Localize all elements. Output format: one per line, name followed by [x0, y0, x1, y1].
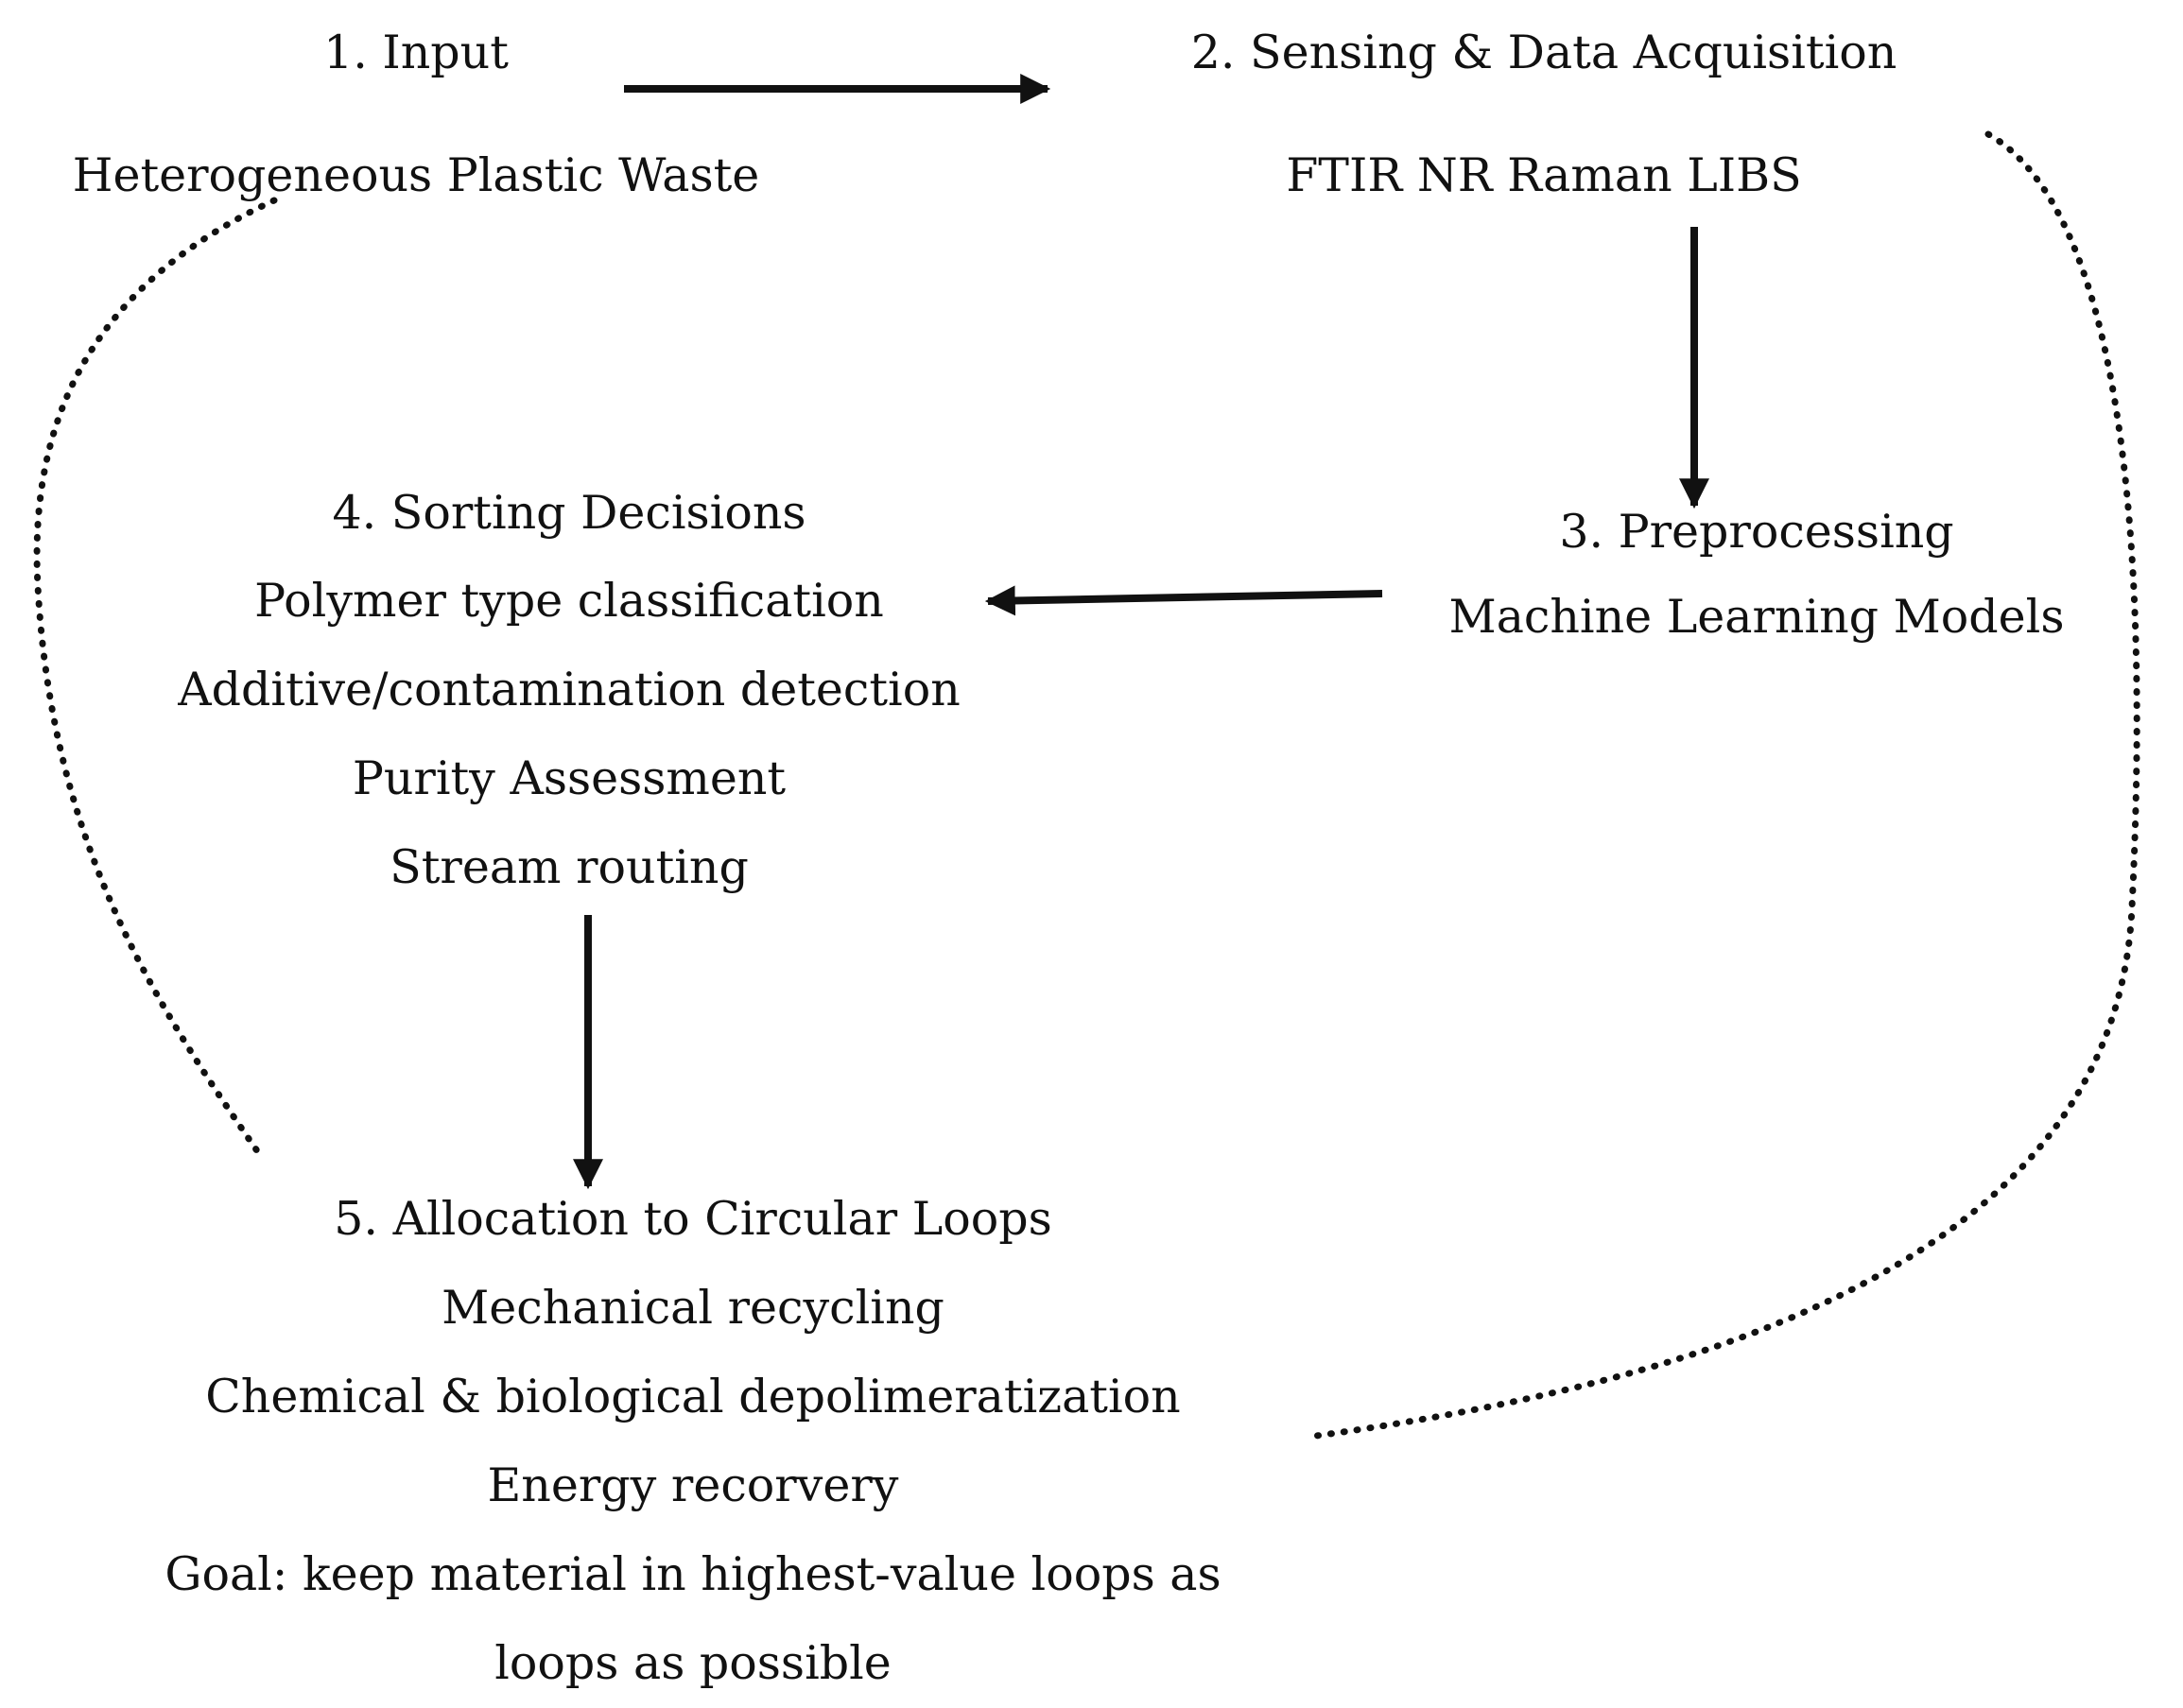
sorting-heading: 4. Sorting Decisions — [332, 486, 806, 540]
sensing-heading: 2. Sensing & Data Acquisition — [1190, 26, 1897, 79]
input-line-1: Heterogeneous Plastic Waste — [72, 148, 760, 202]
sorting-line-4: Stream routing — [390, 840, 749, 894]
edge-input-to-allocation-dotted-curve — [33, 197, 278, 1159]
allocation-heading: 5. Allocation to Circular Loops — [334, 1192, 1052, 1246]
allocation-line-4: Goal: keep material in highest-value loo… — [165, 1547, 1221, 1601]
sorting-line-1: Polymer type classification — [254, 574, 884, 628]
allocation-line-5: loops as possible — [494, 1636, 892, 1690]
allocation-line-2: Chemical & biological depolimeratization — [205, 1370, 1181, 1423]
input-heading: 1. Input — [323, 26, 509, 79]
sensing-line-1: FTIR NR Raman LIBS — [1286, 148, 1802, 202]
sorting-line-3: Purity Assessment — [352, 751, 787, 805]
edge-sensing-to-allocation-dotted-curve — [1306, 130, 2140, 1441]
preprocessing-line-1: Machine Learning Models — [1448, 590, 2065, 644]
preprocessing-heading: 3. Preprocessing — [1559, 505, 1954, 559]
allocation-line-3: Energy recorvery — [487, 1458, 899, 1512]
allocation-line-1: Mechanical recycling — [442, 1281, 944, 1335]
sorting-line-2: Additive/contamination detection — [178, 663, 961, 716]
edge-preprocessing-to-sorting — [984, 585, 1383, 616]
